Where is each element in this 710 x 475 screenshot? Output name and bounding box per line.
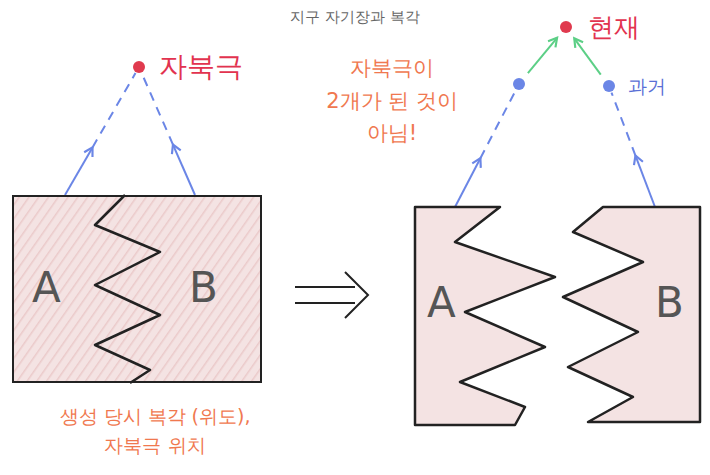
rock-fill [12, 195, 262, 383]
rock-fragment: B [563, 207, 703, 422]
past-pole-dot [513, 78, 525, 90]
rock-side-label: B [189, 267, 218, 309]
inclination-dashes [93, 73, 136, 147]
inclination-dashes [142, 73, 173, 144]
transform-arrow [295, 272, 368, 318]
inclination-line [480, 90, 515, 158]
rock-side-label: B [655, 282, 684, 324]
note-text: 자북극이 2개가 된 것이 아님! [322, 52, 462, 150]
pole-label: 현재 [588, 14, 640, 40]
magnetic-pole-dot: 자북극 [133, 61, 145, 73]
rock-fragment: A [415, 207, 565, 425]
fragment-shape [563, 207, 700, 422]
rock-side-label: A [32, 267, 61, 309]
inclination-line [65, 73, 135, 195]
past-pole-dot: 과거 [603, 80, 615, 92]
fragment-shape [415, 207, 555, 425]
pole-label: 과거 [628, 77, 666, 96]
pole-shift-path [574, 38, 601, 74]
pole-shift-arrow [528, 38, 557, 73]
crack-line [95, 195, 160, 383]
inclination-line [142, 73, 195, 195]
inclination-arrow [635, 156, 655, 207]
inclination-dashes [611, 93, 635, 156]
inclination-line [611, 93, 655, 207]
inclination-arrow [173, 145, 195, 195]
inclination-arrow [65, 147, 93, 195]
rock-side-label: A [427, 282, 456, 324]
rock-block: AB [12, 195, 262, 383]
caption-note: 생성 당시 복각 (위도), 자북극 위치 [35, 402, 275, 459]
inclination-arrow [455, 158, 480, 207]
pole-label: 자북극 [159, 53, 243, 81]
present-pole-dot: 현재 [560, 21, 572, 33]
pole-shift-arrow [574, 38, 601, 74]
